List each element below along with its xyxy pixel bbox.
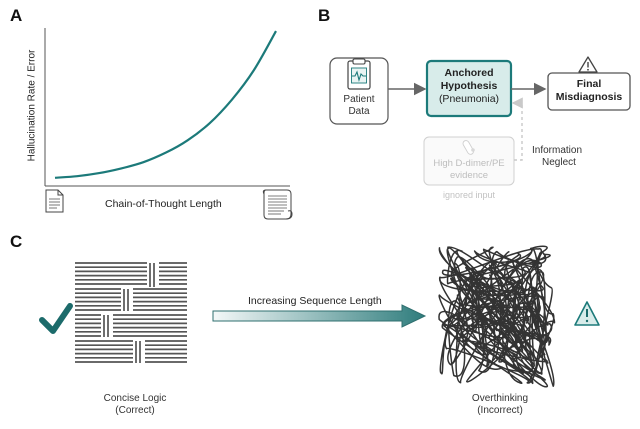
neglect-label-1: Information (532, 145, 583, 156)
panel-a-letter: A (10, 6, 23, 25)
panel-b-letter: B (318, 6, 331, 25)
anchored-label-1: Anchored (444, 67, 494, 79)
concise-label-2: (Correct) (115, 405, 155, 416)
test-tube-icon (462, 140, 475, 155)
ignored-input-connector (511, 97, 523, 161)
concise-logic-pattern (75, 262, 187, 363)
patient-label-1: Patient (343, 94, 375, 105)
panel-c-letter: C (10, 232, 23, 251)
patient-data-box (329, 57, 389, 125)
patient-label-2: Data (348, 106, 370, 117)
overthinking-label-1: Overthinking (471, 393, 529, 404)
tangle-strand (438, 248, 545, 384)
panel-a-chart (44, 28, 290, 187)
anchored-label-2: Hypothesis (440, 80, 498, 92)
evidence-label-2: evidence (449, 170, 489, 181)
sequence-length-arrow (212, 304, 427, 328)
final-misdiagnosis-box (547, 72, 631, 111)
overthinking-tangle (438, 245, 556, 388)
overthinking-label-2: (Incorrect) (477, 405, 523, 416)
clipboard-icon (347, 58, 371, 90)
long-scroll-icon (262, 189, 293, 220)
evidence-label-1: High D-dimer/PE (433, 158, 505, 169)
sequence-arrow-label: Increasing Sequence Length (248, 295, 382, 307)
warning-icon (578, 56, 598, 73)
y-axis-label: Hallucination Rate / Error (26, 49, 38, 162)
final-label-1: Final (576, 78, 602, 90)
hallucination-curve (54, 30, 277, 179)
anchored-label-3: (Pneumonia) (438, 93, 500, 105)
tangle-strand (439, 246, 556, 384)
concise-label-1: Concise Logic (103, 393, 167, 404)
x-axis-label: Chain-of-Thought Length (105, 198, 222, 210)
evidence-box (423, 136, 515, 186)
final-label-2: Misdiagnosis (555, 91, 623, 103)
neglect-label-2: Neglect (542, 157, 576, 168)
warning-icon-teal (574, 301, 600, 326)
ignored-input-label: ignored input (442, 190, 496, 200)
short-document-icon (45, 189, 64, 213)
checkmark-icon (39, 303, 73, 334)
